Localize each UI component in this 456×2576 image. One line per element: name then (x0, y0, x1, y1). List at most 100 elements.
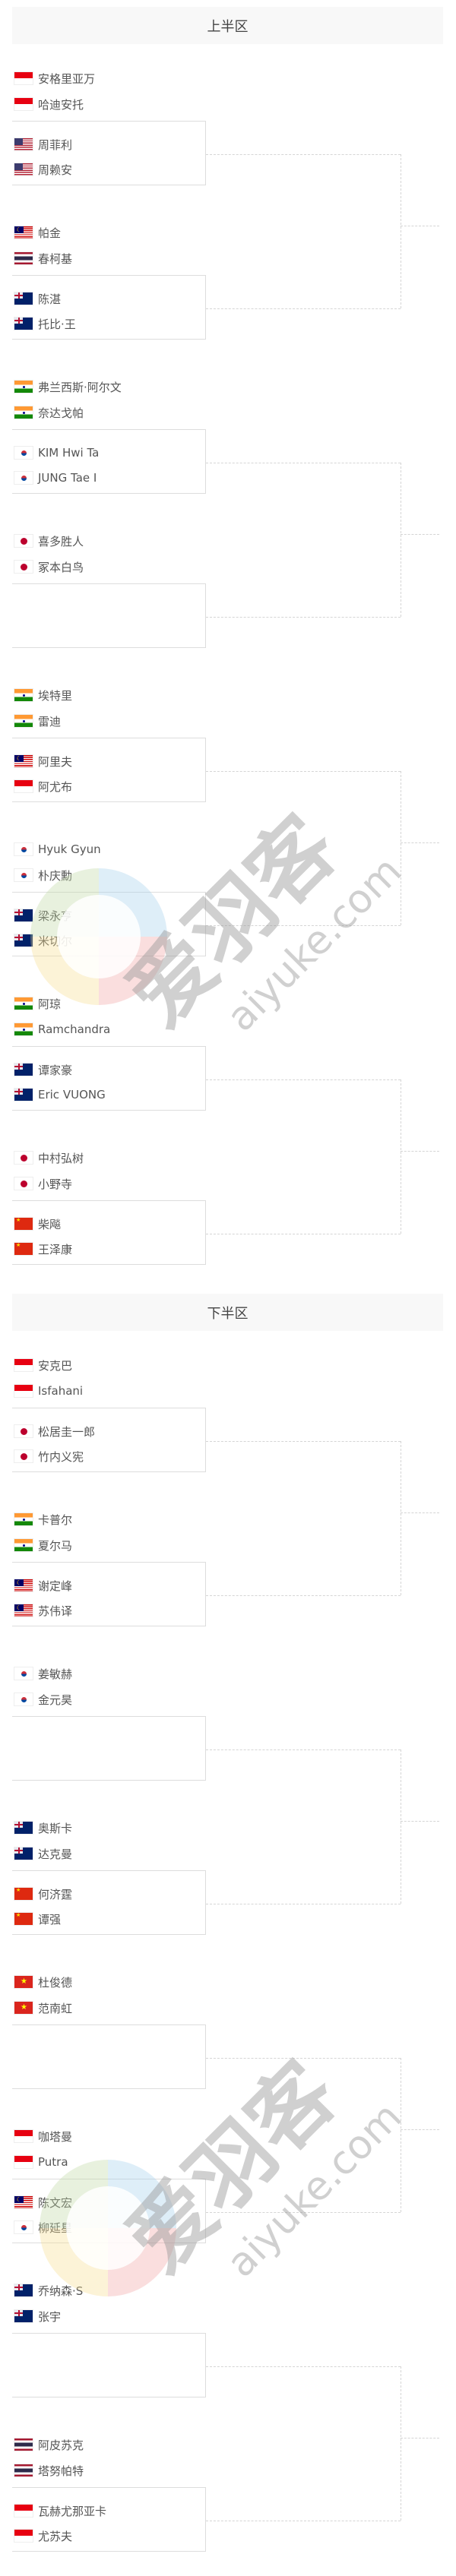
match-box[interactable] (12, 1046, 206, 1111)
player-row[interactable]: 朴庆勳 (12, 866, 72, 884)
player-name: 阿尤布 (38, 779, 73, 794)
player-row[interactable]: 阿皮苏克 (12, 2435, 84, 2454)
player-name: 达克曼 (38, 1847, 73, 1861)
player-row[interactable]: 奈达戈帕 (12, 403, 84, 422)
match-box[interactable] (12, 2024, 206, 2089)
player-row[interactable]: 托比·王 (12, 314, 76, 333)
match-box[interactable] (12, 1562, 206, 1626)
connector-line (401, 2129, 439, 2130)
player-name: 朴庆勳 (38, 868, 73, 883)
player-row[interactable]: 冢本白鸟 (12, 558, 84, 576)
player-name: Ramchandra (38, 1022, 111, 1036)
player-name: 春柯基 (38, 251, 73, 266)
flag-my-icon (14, 1579, 33, 1592)
player-row[interactable]: 米切尔 (12, 931, 72, 950)
flag-in-icon (14, 997, 33, 1010)
player-name: 谢定峰 (38, 1579, 73, 1593)
player-row[interactable]: 梁永亨 (12, 906, 72, 925)
player-row[interactable]: 乔纳森·S (12, 2281, 83, 2299)
match-box[interactable] (12, 121, 206, 185)
flag-my-icon (14, 1604, 33, 1617)
player-row[interactable]: 喜多胜人 (12, 532, 84, 550)
player-name: 乔纳森·S (38, 2284, 84, 2298)
player-name: 阿琼 (38, 997, 62, 1011)
player-row[interactable]: 谭强 (12, 1910, 61, 1928)
player-row[interactable]: 松居圭一郎 (12, 1422, 95, 1440)
match-box[interactable] (12, 1200, 206, 1265)
player-row[interactable]: 阿里夫 (12, 752, 72, 770)
player-row[interactable]: 塔努帕特 (12, 2461, 84, 2480)
player-row[interactable]: 金元昊 (12, 1690, 72, 1708)
player-row[interactable]: Isfahani (12, 1382, 83, 1400)
player-row[interactable]: 咖塔曼 (12, 2127, 72, 2145)
match-box[interactable] (12, 275, 206, 340)
player-row[interactable]: 周菲利 (12, 135, 72, 153)
match-box[interactable] (12, 583, 206, 648)
player-row[interactable]: 陈湛 (12, 289, 61, 308)
flag-au-icon (14, 2309, 33, 2323)
watermark-url: aiyuke.com (218, 848, 411, 1041)
flag-id-icon (14, 1358, 33, 1372)
flag-kr-icon (14, 842, 33, 856)
player-row[interactable]: 达克曼 (12, 1844, 72, 1863)
player-name: 柳延星 (38, 2220, 73, 2235)
player-row[interactable]: 何济霆 (12, 1885, 72, 1903)
player-name: 冢本白鸟 (38, 560, 84, 574)
player-row[interactable]: Ramchandra (12, 1020, 110, 1038)
match-box[interactable] (12, 429, 206, 494)
player-row[interactable]: 弗兰西斯·阿尔文 (12, 378, 122, 396)
player-row[interactable]: 陈文宏 (12, 2193, 72, 2211)
player-name: Eric VUONG (38, 1088, 106, 1102)
connector-line (401, 2438, 439, 2439)
player-row[interactable]: 柳延星 (12, 2218, 72, 2236)
match-box[interactable] (12, 1716, 206, 1781)
connector-line (206, 2058, 401, 2059)
player-name: 夏尔马 (38, 1538, 73, 1553)
player-row[interactable]: 王泽康 (12, 1240, 72, 1258)
player-name: 柴飚 (38, 1217, 62, 1231)
match-box[interactable] (12, 738, 206, 802)
player-row[interactable]: 中村弘树 (12, 1149, 84, 1167)
player-row[interactable]: 帕金 (12, 223, 61, 242)
player-row[interactable]: 哈迪安托 (12, 95, 84, 113)
match-box[interactable] (12, 2487, 206, 2552)
player-row[interactable]: 夏尔马 (12, 1536, 72, 1554)
player-row[interactable]: 谢定峰 (12, 1576, 72, 1595)
player-row[interactable]: 阿尤布 (12, 777, 72, 795)
player-row[interactable]: 姜敏赫 (12, 1664, 72, 1683)
player-row[interactable]: 周赖安 (12, 160, 72, 179)
flag-au-icon (14, 292, 33, 305)
player-name: 王泽康 (38, 1242, 73, 1256)
player-row[interactable]: 苏伟译 (12, 1601, 72, 1620)
player-row[interactable]: 杜俊德 (12, 1973, 72, 1991)
flag-in-icon (14, 1512, 33, 1526)
player-row[interactable]: 竹内义宪 (12, 1447, 84, 1465)
player-row[interactable]: 尤苏夫 (12, 2527, 72, 2545)
player-row[interactable]: Putra (12, 2153, 68, 2171)
player-row[interactable]: 卡普尔 (12, 1510, 72, 1528)
player-row[interactable]: 瓦赫尤那亚卡 (12, 2502, 106, 2520)
player-row[interactable]: JUNG Tae I (12, 469, 97, 487)
player-row[interactable]: 安克巴 (12, 1356, 72, 1374)
player-name: 瓦赫尤那亚卡 (38, 2504, 107, 2518)
connector-line (401, 1512, 439, 1513)
player-row[interactable]: 柴飚 (12, 1215, 61, 1233)
player-row[interactable]: 张宇 (12, 2307, 61, 2325)
match-box[interactable] (12, 2333, 206, 2397)
match-box[interactable] (12, 1870, 206, 1935)
player-row[interactable]: Eric VUONG (12, 1086, 106, 1104)
player-row[interactable]: 范南虹 (12, 1999, 72, 2017)
player-row[interactable]: 安格里亚万 (12, 69, 95, 87)
player-name: 谭强 (38, 1912, 62, 1926)
player-row[interactable]: 埃特里 (12, 686, 72, 704)
player-row[interactable]: 阿琼 (12, 994, 61, 1013)
match-box[interactable] (12, 1408, 206, 1472)
flag-id-icon (14, 2504, 33, 2518)
player-row[interactable]: 小野寺 (12, 1174, 72, 1193)
player-row[interactable]: Hyuk Gyun (12, 840, 101, 858)
player-row[interactable]: 雷迪 (12, 712, 61, 730)
player-row[interactable]: 春柯基 (12, 249, 72, 267)
player-row[interactable]: KIM Hwi Ta (12, 444, 99, 462)
player-row[interactable]: 奥斯卡 (12, 1819, 72, 1837)
player-row[interactable]: 谭家豪 (12, 1060, 72, 1079)
